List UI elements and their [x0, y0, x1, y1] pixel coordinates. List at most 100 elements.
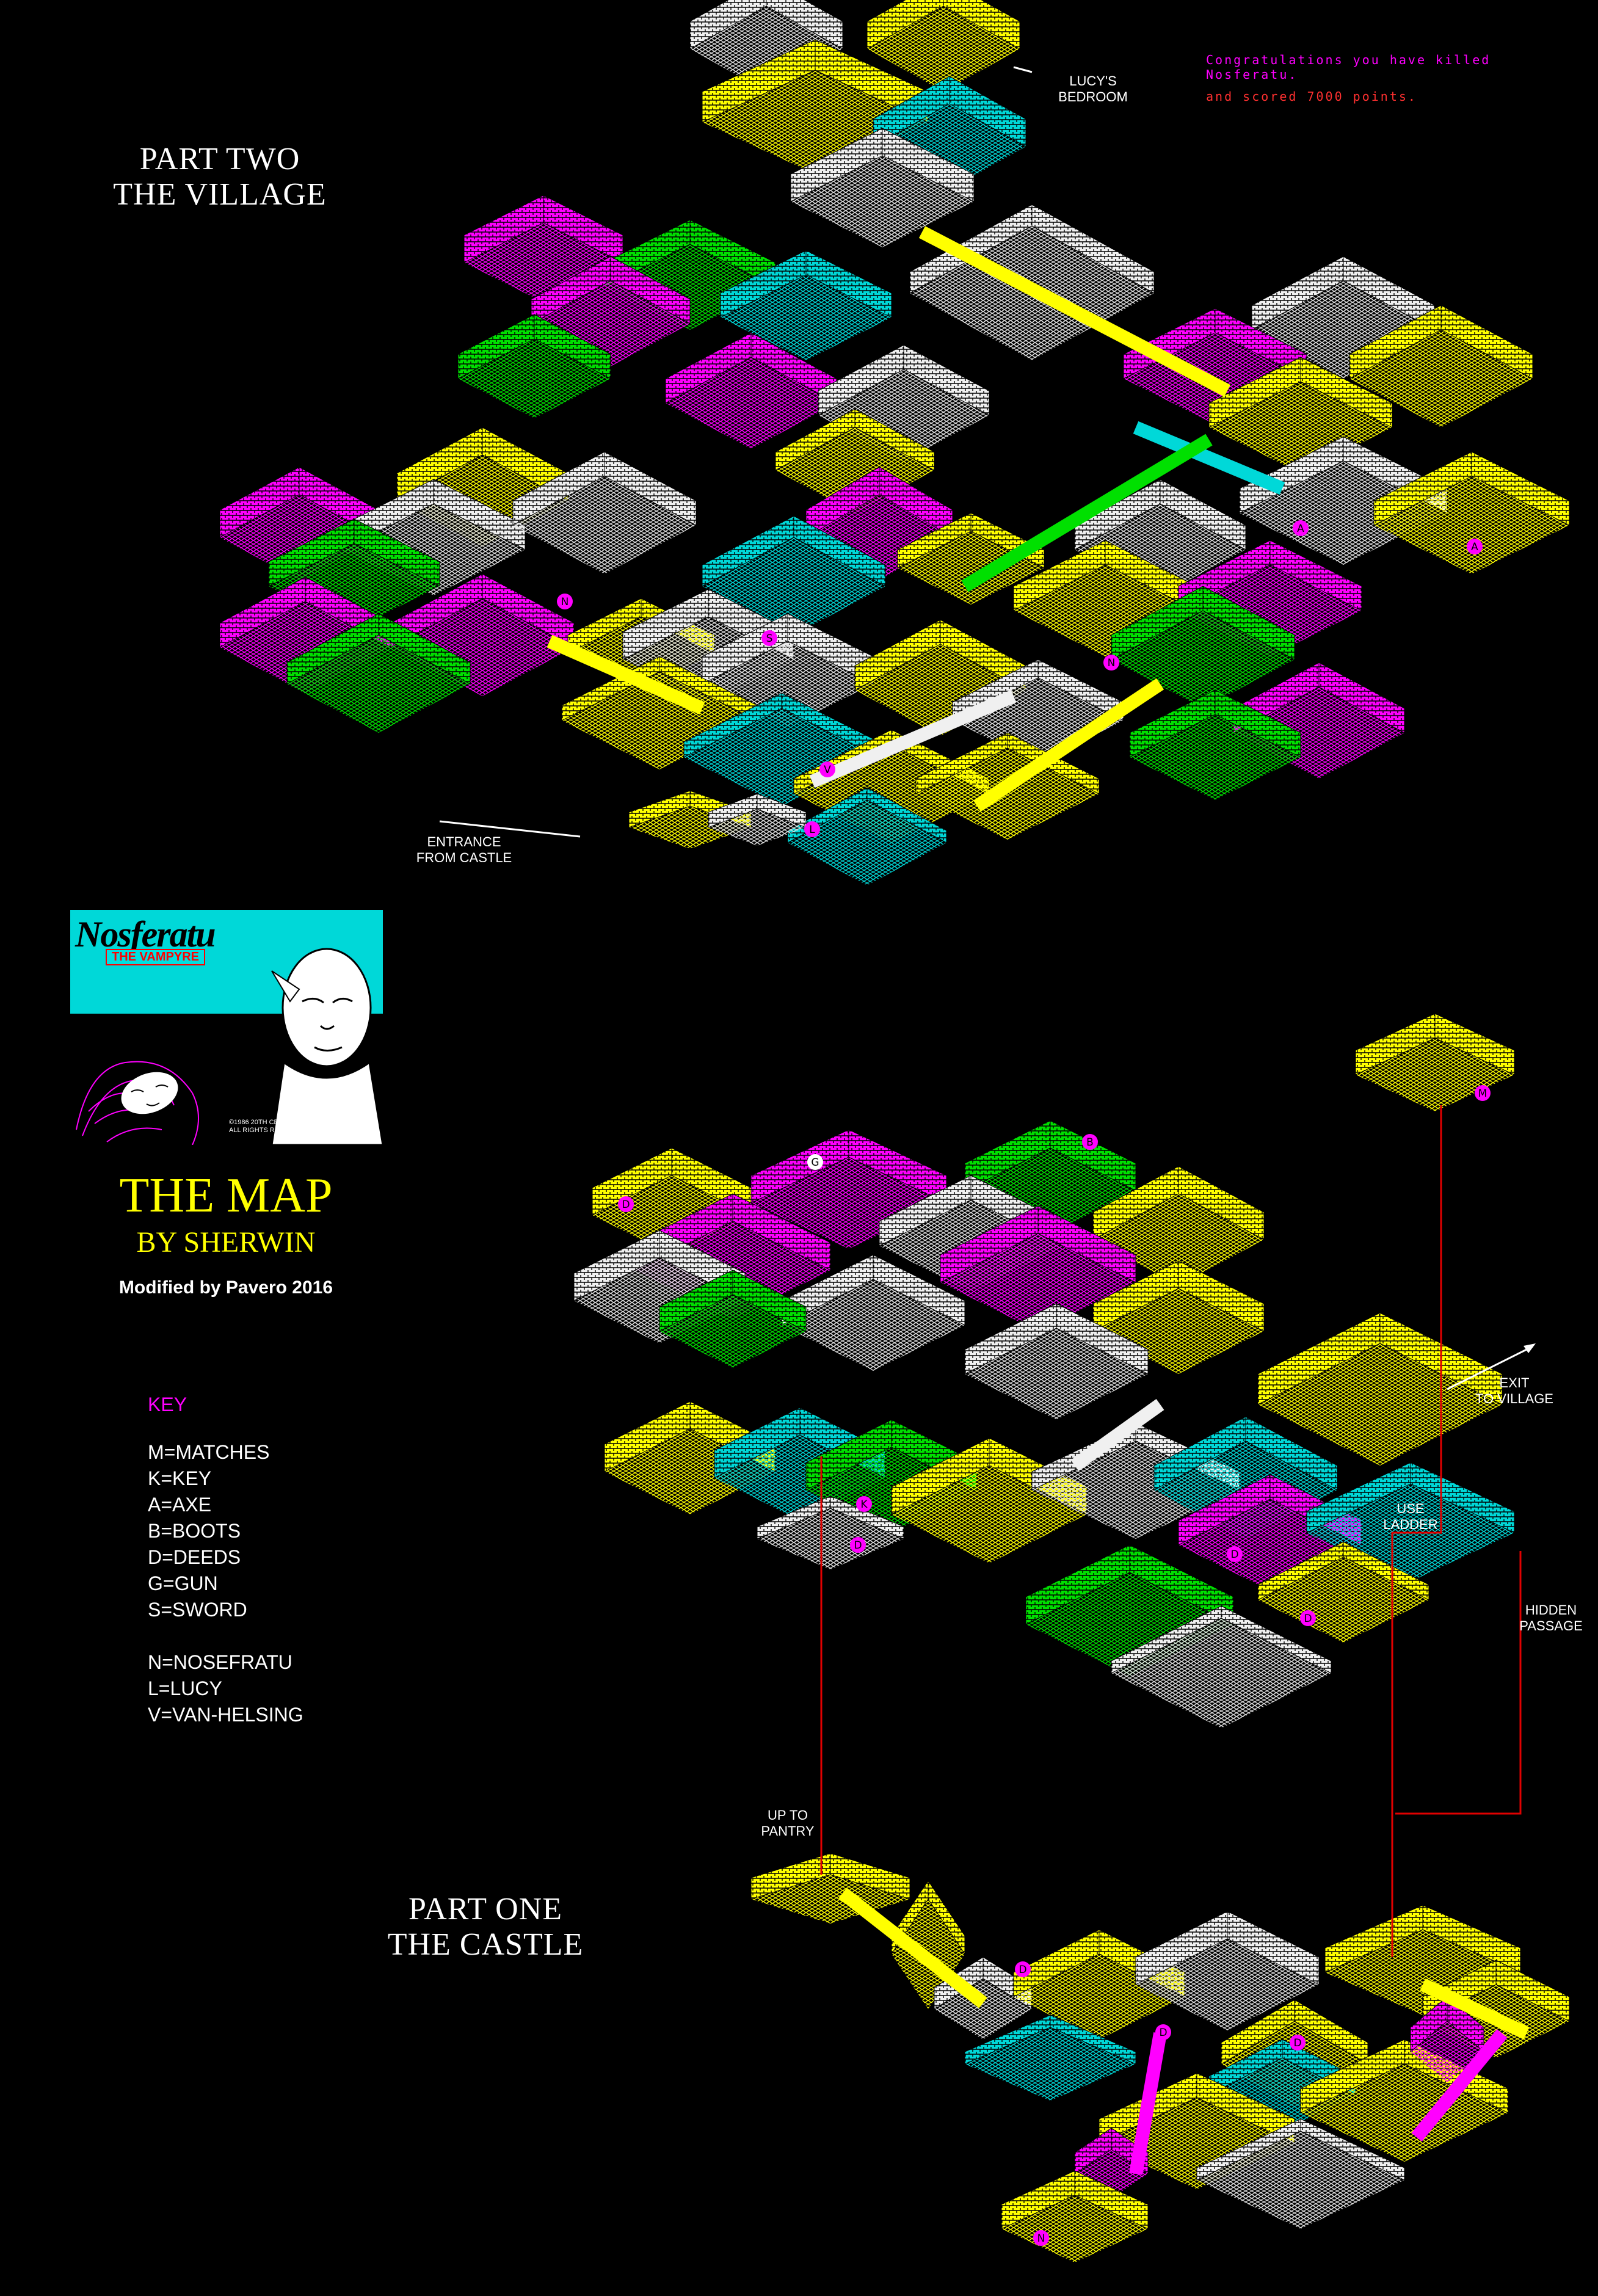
- map-corridor: [809, 689, 1017, 788]
- key-item-deeds: D=DEEDS: [148, 1546, 241, 1568]
- map-marker: N: [557, 594, 573, 609]
- part-one-label: PART ONE: [409, 1892, 562, 1927]
- map-corridor: [1133, 421, 1285, 495]
- map-marker: M: [1475, 1085, 1491, 1101]
- label-text: FROM CASTLE: [416, 850, 512, 865]
- map-room: [512, 451, 697, 574]
- map-marker-letter: N: [1037, 2232, 1045, 2245]
- cover-art: Nosferatu THE VAMPYRE ©1986 20TH CENT. F…: [70, 910, 383, 1145]
- map-room: [787, 787, 947, 885]
- map-room: [665, 332, 837, 449]
- map-marker: N: [1103, 655, 1119, 670]
- map-marker-letter: A: [1297, 523, 1304, 535]
- map-marker: D: [850, 1537, 866, 1553]
- label-text: LADDER: [1383, 1517, 1438, 1532]
- map-marker-letter: A: [1471, 541, 1478, 553]
- label-text: TO VILLAGE: [1475, 1391, 1553, 1406]
- map-room: [757, 1495, 904, 1569]
- map-corridor: [918, 226, 1231, 397]
- label-text: USE: [1396, 1501, 1425, 1516]
- map-marker-letter: B: [1086, 1136, 1094, 1149]
- label-text: PASSAGE: [1519, 1618, 1583, 1633]
- label-text: EXIT: [1499, 1375, 1530, 1390]
- map-room: [708, 793, 807, 846]
- map-corridor: [1070, 1399, 1164, 1471]
- map-room: [457, 314, 611, 418]
- map-marker: D: [1290, 2035, 1306, 2051]
- map-marker: A: [1293, 520, 1309, 536]
- map-marker-letter: D: [1019, 1964, 1026, 1976]
- cover-subtitle: THE VAMPYRE: [106, 949, 205, 965]
- map-marker: L: [804, 821, 820, 837]
- map-marker-letter: M: [1478, 1088, 1487, 1100]
- map-room: [720, 250, 892, 360]
- map-room: [964, 1303, 1149, 1420]
- hud-line-1: Congratulations you have killed: [1206, 53, 1491, 67]
- map-marker-letter: V: [824, 764, 831, 776]
- map-room: [1355, 1013, 1515, 1111]
- part-two-label: PART TWO: [139, 142, 300, 176]
- map-room: [964, 2014, 1136, 2101]
- map-marker-letter: L: [809, 824, 815, 836]
- map-corridor: [1420, 1978, 1530, 2040]
- map-marker: D: [618, 1196, 634, 1212]
- map-marker-letter: G: [811, 1157, 819, 1169]
- map-corridor: [547, 634, 705, 715]
- map-corridor: [973, 678, 1164, 812]
- hud-message: Congratulations you have killed Nosferat…: [1206, 53, 1597, 104]
- map-room: [286, 613, 471, 733]
- key-item-nosferatu: N=NOSEFRATU: [148, 1651, 292, 1673]
- cover-copyright: ©1986 20TH CENT. FOX FILM CORP. ALL RIGH…: [229, 1119, 344, 1135]
- map-marker: D: [1015, 1961, 1031, 1977]
- label-entrance-from-castle: ENTRANCE FROM CASTLE: [391, 834, 537, 866]
- map-room: [1349, 305, 1533, 427]
- map-corridor: [961, 434, 1213, 592]
- map-marker-letter: N: [1108, 657, 1116, 669]
- map-room: [1373, 451, 1570, 574]
- map-marker-letter: D: [1230, 1549, 1238, 1561]
- cover-copyright-line: ©1986 20TH CENT. FOX FILM CORP.: [229, 1119, 344, 1126]
- key-item-key: K=KEY: [148, 1467, 212, 1489]
- key-title: KEY: [148, 1393, 187, 1415]
- hud-line-2: Nosferatu.: [1206, 67, 1298, 82]
- label-exit-to-village: EXIT TO VILLAGE: [1447, 1375, 1582, 1407]
- map-marker: K: [856, 1496, 872, 1512]
- key-item-gun: G=GUN: [148, 1572, 218, 1594]
- map-marker-letter: N: [561, 596, 569, 608]
- key-item-lucy: L=LUCY: [148, 1677, 222, 1699]
- map-room: [659, 1270, 807, 1368]
- label-text: ENTRANCE: [427, 834, 501, 849]
- map-marker: A: [1467, 539, 1483, 554]
- map-room: [934, 1956, 1033, 2040]
- map-marker-letter: S: [766, 633, 773, 645]
- map-room: [940, 1205, 1136, 1331]
- map-marker: D: [1227, 1546, 1243, 1562]
- map-room: [1001, 2170, 1149, 2262]
- map-room: [1111, 1605, 1332, 1728]
- map-marker-letter: D: [1304, 1613, 1312, 1625]
- cover-copyright-line: ALL RIGHTS RESERVED.: [229, 1127, 309, 1134]
- map-corridor: [838, 1887, 987, 2008]
- cover-art-graphic: [70, 910, 383, 1145]
- label-text: BEDROOM: [1058, 89, 1128, 104]
- map-room: [1111, 586, 1295, 708]
- map-marker: D: [1300, 1610, 1316, 1626]
- map-marker: N: [1033, 2230, 1049, 2246]
- map-room: [1196, 2118, 1405, 2229]
- part-two-name: THE VILLAGE: [113, 177, 327, 212]
- label-text: HIDDEN: [1525, 1602, 1577, 1618]
- label-text: PANTRY: [761, 1823, 815, 1839]
- map-modified-credit: Modified by Pavero 2016: [118, 1277, 333, 1298]
- map-key: KEY M=MATCHES K=KEY A=AXE B=BOOTS D=DEED…: [148, 1393, 303, 1728]
- map-corridor: [1411, 2029, 1508, 2142]
- map-marker-letter: K: [860, 1499, 868, 1511]
- part-one-title: PART ONE THE CASTLE: [360, 1892, 611, 1963]
- map-room: [1410, 1996, 1484, 2082]
- map-room: [689, 0, 843, 92]
- map-room: [790, 128, 975, 247]
- label-up-to-pantry: UP TO PANTRY: [751, 1807, 824, 1839]
- map-marker: S: [761, 630, 777, 646]
- key-item-van-helsing: V=VAN-HELSING: [148, 1704, 303, 1726]
- label-use-ladder: USE LADDER: [1368, 1501, 1453, 1533]
